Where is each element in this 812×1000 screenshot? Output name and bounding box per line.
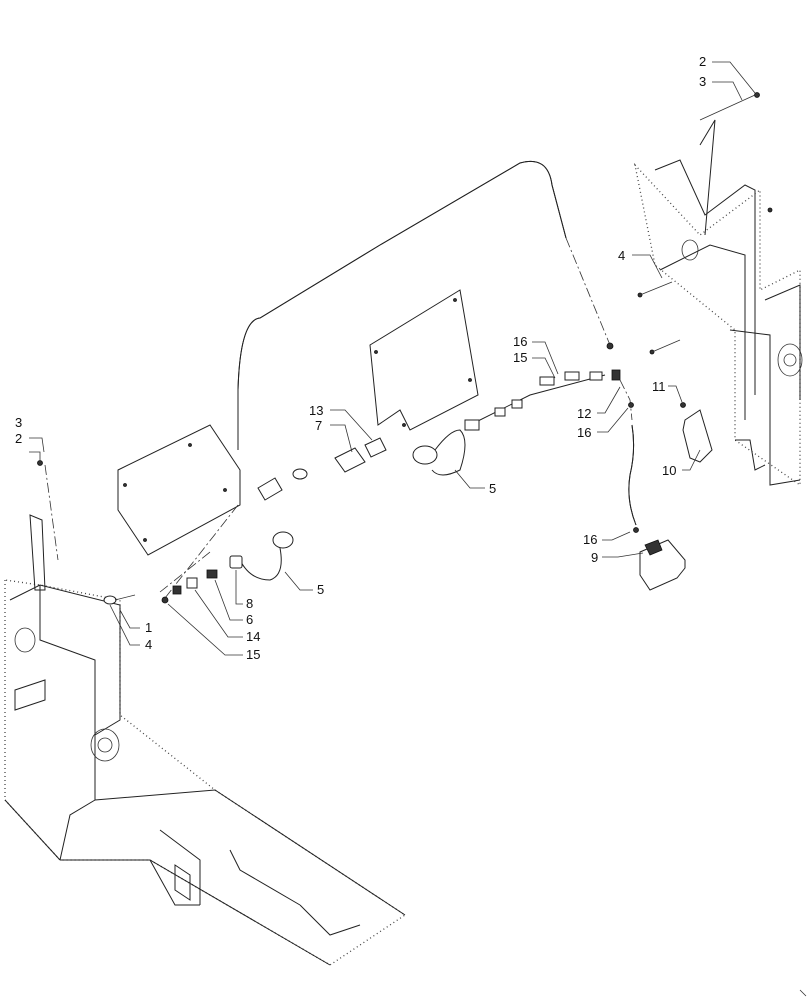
fittings-chain	[159, 504, 243, 604]
callout-4-right: 4	[618, 248, 625, 263]
dust-cap-right	[412, 429, 466, 476]
long-cable	[237, 160, 567, 450]
hardware-bolts	[37, 92, 773, 605]
callout-12: 12	[577, 406, 591, 421]
callout-16-a: 16	[513, 334, 527, 349]
callout-3-top: 3	[699, 74, 706, 89]
callout-16-b: 16	[577, 425, 591, 440]
callout-5-a: 5	[489, 481, 496, 496]
callout-14: 14	[246, 629, 260, 644]
reservoir	[633, 527, 686, 591]
callout-labels: 2 3 4 3 2 13 7 16 15 12 16 11 10 5 16 9 …	[15, 54, 706, 662]
leader-lines	[29, 61, 756, 656]
callout-2-top: 2	[699, 54, 706, 69]
callout-8: 8	[246, 596, 253, 611]
callout-16-c: 16	[583, 532, 597, 547]
callout-3-left: 3	[15, 415, 22, 430]
left-frame-rail	[4, 514, 407, 966]
callout-6: 6	[246, 612, 253, 627]
callout-1: 1	[145, 620, 152, 635]
left-mounting-plate	[117, 424, 241, 556]
callout-5-b: 5	[317, 582, 324, 597]
callout-9: 9	[591, 550, 598, 565]
bracket	[680, 402, 713, 463]
right-frame-rail	[633, 119, 803, 487]
callout-11: 11	[652, 379, 666, 394]
callout-2-left: 2	[15, 431, 22, 446]
callout-7: 7	[315, 418, 322, 433]
dust-cap-left	[239, 531, 294, 581]
right-connector-chain	[464, 237, 637, 526]
callout-15-a: 15	[513, 350, 527, 365]
callout-15-b: 15	[246, 647, 260, 662]
callout-4-left: 4	[145, 637, 152, 652]
corner-mark	[799, 989, 807, 997]
center-mounting-plate	[369, 289, 479, 431]
coupler-assembly	[257, 437, 387, 501]
callout-13: 13	[309, 403, 323, 418]
callout-10: 10	[662, 463, 676, 478]
